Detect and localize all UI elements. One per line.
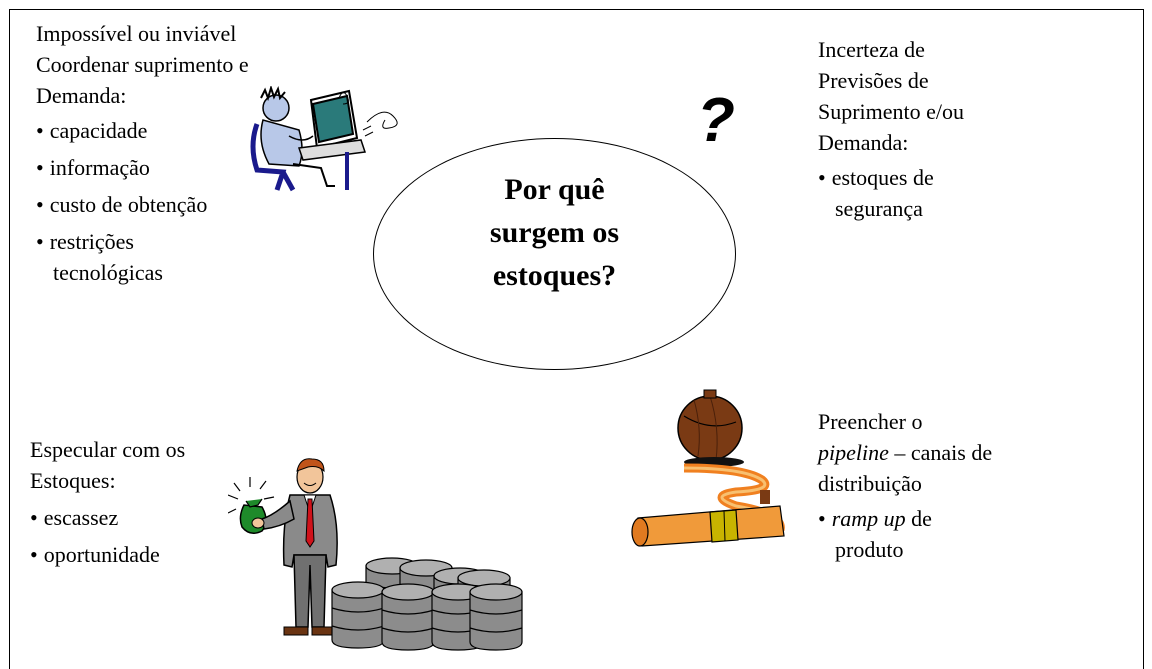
- bullet-item: oportunidade: [30, 539, 185, 570]
- bottom-right-text: Preencher o pipeline – canais de distrib…: [818, 406, 992, 565]
- text-line: Demanda:: [36, 83, 127, 108]
- center-oval: [373, 138, 736, 370]
- top-left-text: Impossível ou inviável Coordenar suprime…: [36, 18, 249, 288]
- top-right-text: Incerteza de Previsões de Suprimento e/o…: [818, 34, 964, 224]
- bullet-item: ramp up de: [818, 503, 992, 534]
- center-line: Por quê: [504, 173, 605, 206]
- ramp-up-term: ramp up: [831, 506, 906, 531]
- text-line: Coordenar suprimento e: [36, 52, 249, 77]
- pipeline-term: pipeline: [818, 440, 889, 465]
- text-line: Especular com os: [30, 437, 186, 462]
- slide-frame: [9, 9, 1144, 669]
- text-line: Preencher o: [818, 409, 923, 434]
- bullet-item: estoques de: [818, 162, 964, 193]
- bottom-left-text: Especular com os Estoques: escassez opor…: [30, 434, 185, 570]
- bullet-item: custo de obtenção: [36, 189, 249, 220]
- center-line: surgem os: [489, 216, 620, 249]
- bullet-continuation: segurança: [835, 196, 923, 221]
- text-line: Previsões de: [818, 68, 929, 93]
- text-line: Impossível ou inviável: [36, 21, 237, 46]
- text-line: Incerteza de: [818, 37, 925, 62]
- center-question: Por quê surgem os estoques?: [373, 168, 736, 297]
- barrels-icon: [331, 557, 523, 651]
- text-fragment: – canais de: [888, 440, 993, 465]
- text-line: distribuição: [818, 471, 922, 496]
- bullet-continuation: produto: [835, 537, 904, 562]
- text-line: Suprimento e/ou: [818, 99, 965, 124]
- center-line: estoques?: [492, 259, 617, 292]
- bullet-item: restrições: [36, 226, 249, 257]
- text-line: Estoques:: [30, 468, 116, 493]
- pipeline-icon: [631, 389, 785, 547]
- bullet-continuation: tecnológicas: [53, 260, 163, 285]
- text-line: pipeline – canais de: [818, 437, 992, 468]
- businessman-icon: [228, 458, 338, 636]
- bullet-item: informação: [36, 152, 249, 183]
- text-line: Demanda:: [818, 130, 909, 155]
- bullet-item: capacidade: [36, 115, 249, 146]
- text-fragment: de: [905, 506, 932, 531]
- question-mark: ?: [697, 86, 735, 155]
- computer-user-icon: [250, 86, 398, 192]
- bullet-item: escassez: [30, 502, 185, 533]
